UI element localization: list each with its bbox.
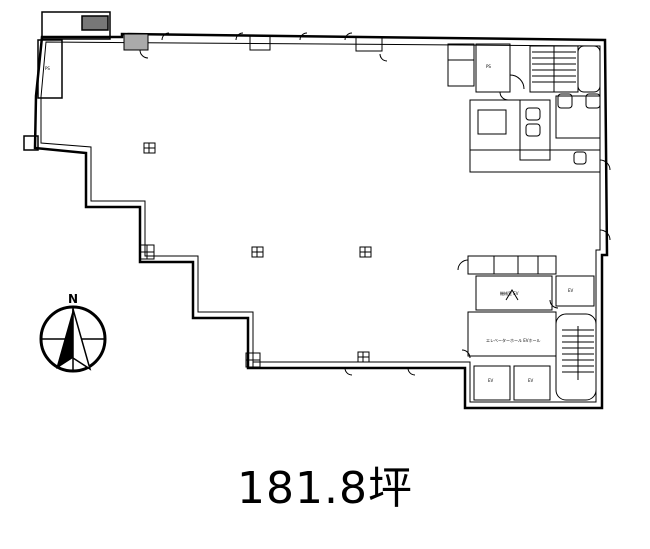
lower-stairs <box>562 326 594 380</box>
ps-right-label: PS <box>486 64 491 69</box>
upper-left-room <box>23 11 111 151</box>
ev-bottom-left-label: EV <box>488 378 494 383</box>
ev-bottom-right-label: EV <box>528 378 534 383</box>
upper-stairs <box>532 46 576 92</box>
ev-top-label: EV <box>568 288 574 293</box>
ps-left-label: PS <box>45 66 50 71</box>
outer-wall <box>33 32 609 410</box>
floor-area-label: 181.8坪 <box>237 463 413 514</box>
north-arrow: N <box>39 292 107 373</box>
top-windows <box>123 32 388 62</box>
columns <box>139 142 372 368</box>
upper-right-core <box>447 43 611 241</box>
bottom-doors <box>344 367 416 376</box>
mech-label: 機械室 EV <box>500 290 519 296</box>
lower-right-core <box>457 255 597 401</box>
ev-hall-label: エレベーターホール EVホール <box>486 337 541 343</box>
north-label: N <box>68 292 78 306</box>
